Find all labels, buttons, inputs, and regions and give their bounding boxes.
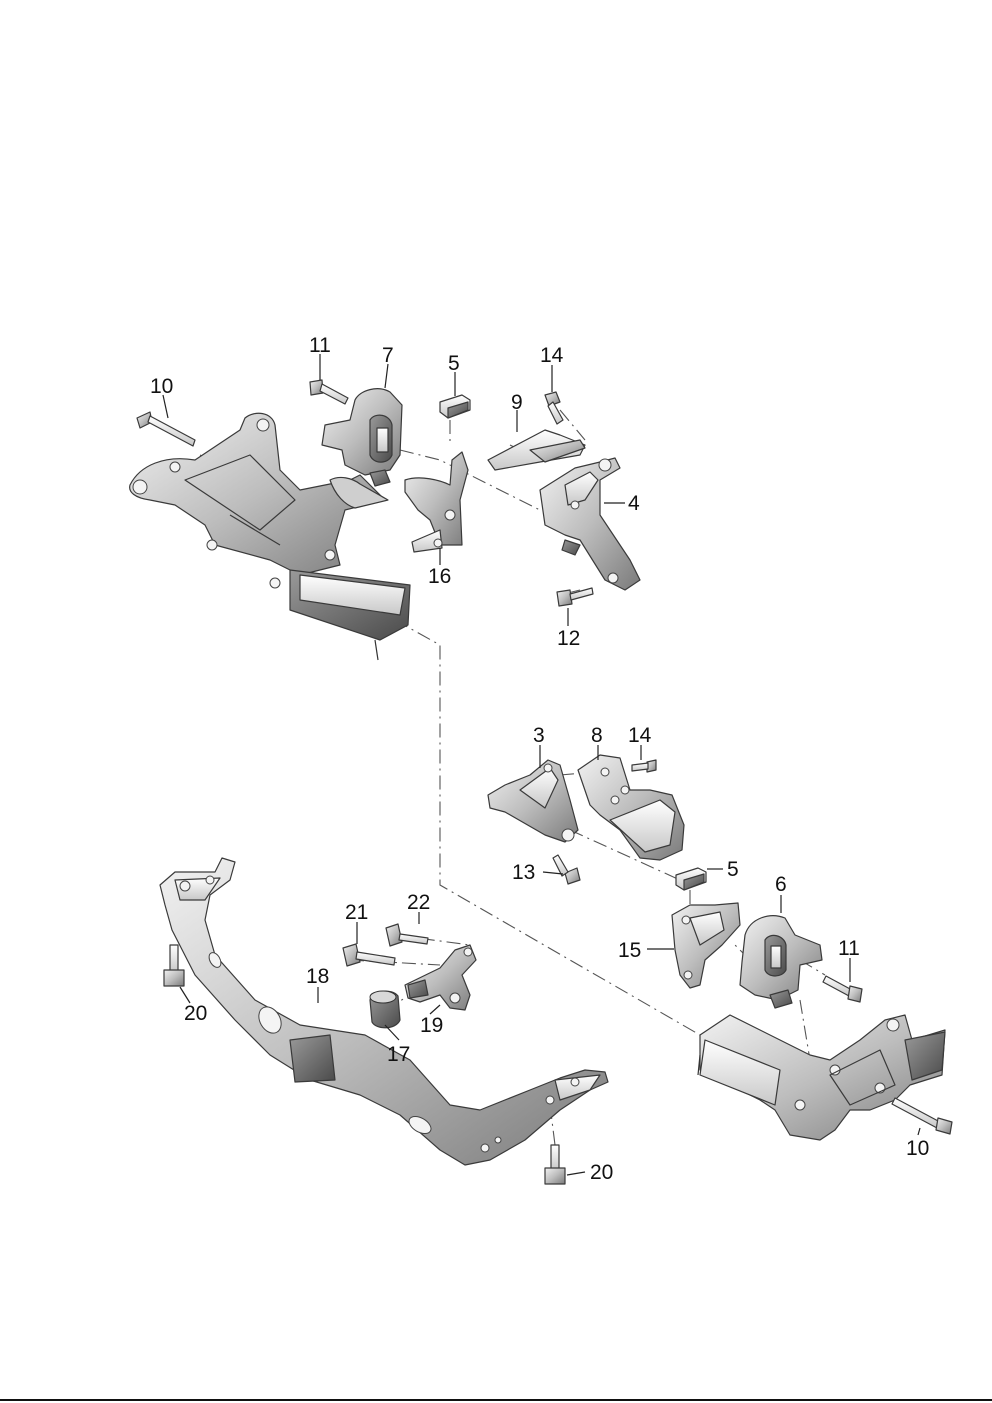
bolt-14-upper: [544, 391, 564, 425]
callout-9: 9: [511, 391, 523, 414]
callout-20-right: 20: [590, 1161, 613, 1184]
callout-18: 18: [306, 965, 329, 988]
callout-11-lower: 11: [838, 937, 860, 960]
bolt-11-upper: [309, 379, 349, 405]
callout-11-upper: 11: [309, 334, 331, 357]
callout-14-upper: 14: [540, 344, 564, 367]
callout-leaders: [162, 354, 921, 1176]
front-subframe-right: [697, 1014, 946, 1141]
callout-22: 22: [407, 891, 430, 914]
bolt-10-upper: [136, 411, 196, 447]
bushing-17: [369, 990, 401, 1029]
bolt-14-middle: [631, 759, 657, 773]
bolt-10-lower: [891, 1097, 953, 1135]
bolt-11-lower: [822, 975, 863, 1003]
callout-labels: 10 11 7 5 14 9 4 16 12 3 8 14 13 5 6 15 …: [150, 334, 929, 1184]
callout-16: 16: [428, 565, 451, 588]
callout-17: 17: [387, 1043, 410, 1066]
callout-7: 7: [382, 344, 394, 367]
heat-shield-9: [487, 429, 586, 471]
bolt-20-left: [163, 944, 185, 987]
callout-12: 12: [557, 627, 580, 650]
callout-6: 6: [775, 873, 787, 896]
callout-10-upper: 10: [150, 375, 173, 398]
mount-bracket-4: [539, 457, 641, 591]
callout-3: 3: [533, 724, 545, 747]
bolt-21: [342, 943, 396, 967]
bracket-16: [404, 451, 469, 553]
callout-20-left: 20: [184, 1002, 207, 1025]
bracket-3: [487, 759, 579, 843]
crossmember-18: [159, 857, 609, 1166]
callout-21: 21: [345, 901, 368, 924]
bolt-20-right: [544, 1144, 566, 1185]
engine-mount-7: [321, 388, 403, 487]
callout-14-middle: 14: [628, 724, 652, 747]
bracket-15: [671, 902, 741, 989]
front-subframe-left: [129, 412, 411, 661]
bolt-12: [556, 587, 594, 607]
engine-mount-6: [739, 915, 823, 1009]
callout-19: 19: [420, 1014, 443, 1037]
callout-8: 8: [591, 724, 603, 747]
buffer-5-upper: [439, 394, 471, 419]
bolt-22: [385, 923, 429, 947]
heat-shield-8: [577, 754, 685, 861]
callout-15: 15: [618, 939, 641, 962]
callout-5-upper: 5: [448, 352, 460, 375]
callout-13: 13: [512, 861, 535, 884]
bracket-19: [404, 944, 477, 1011]
callout-10-lower: 10: [906, 1137, 929, 1160]
bolt-13: [552, 854, 581, 885]
buffer-5-lower: [675, 867, 707, 891]
page-bottom-rule: [0, 1399, 992, 1401]
callout-4: 4: [628, 492, 640, 515]
callout-5-lower: 5: [727, 858, 739, 881]
